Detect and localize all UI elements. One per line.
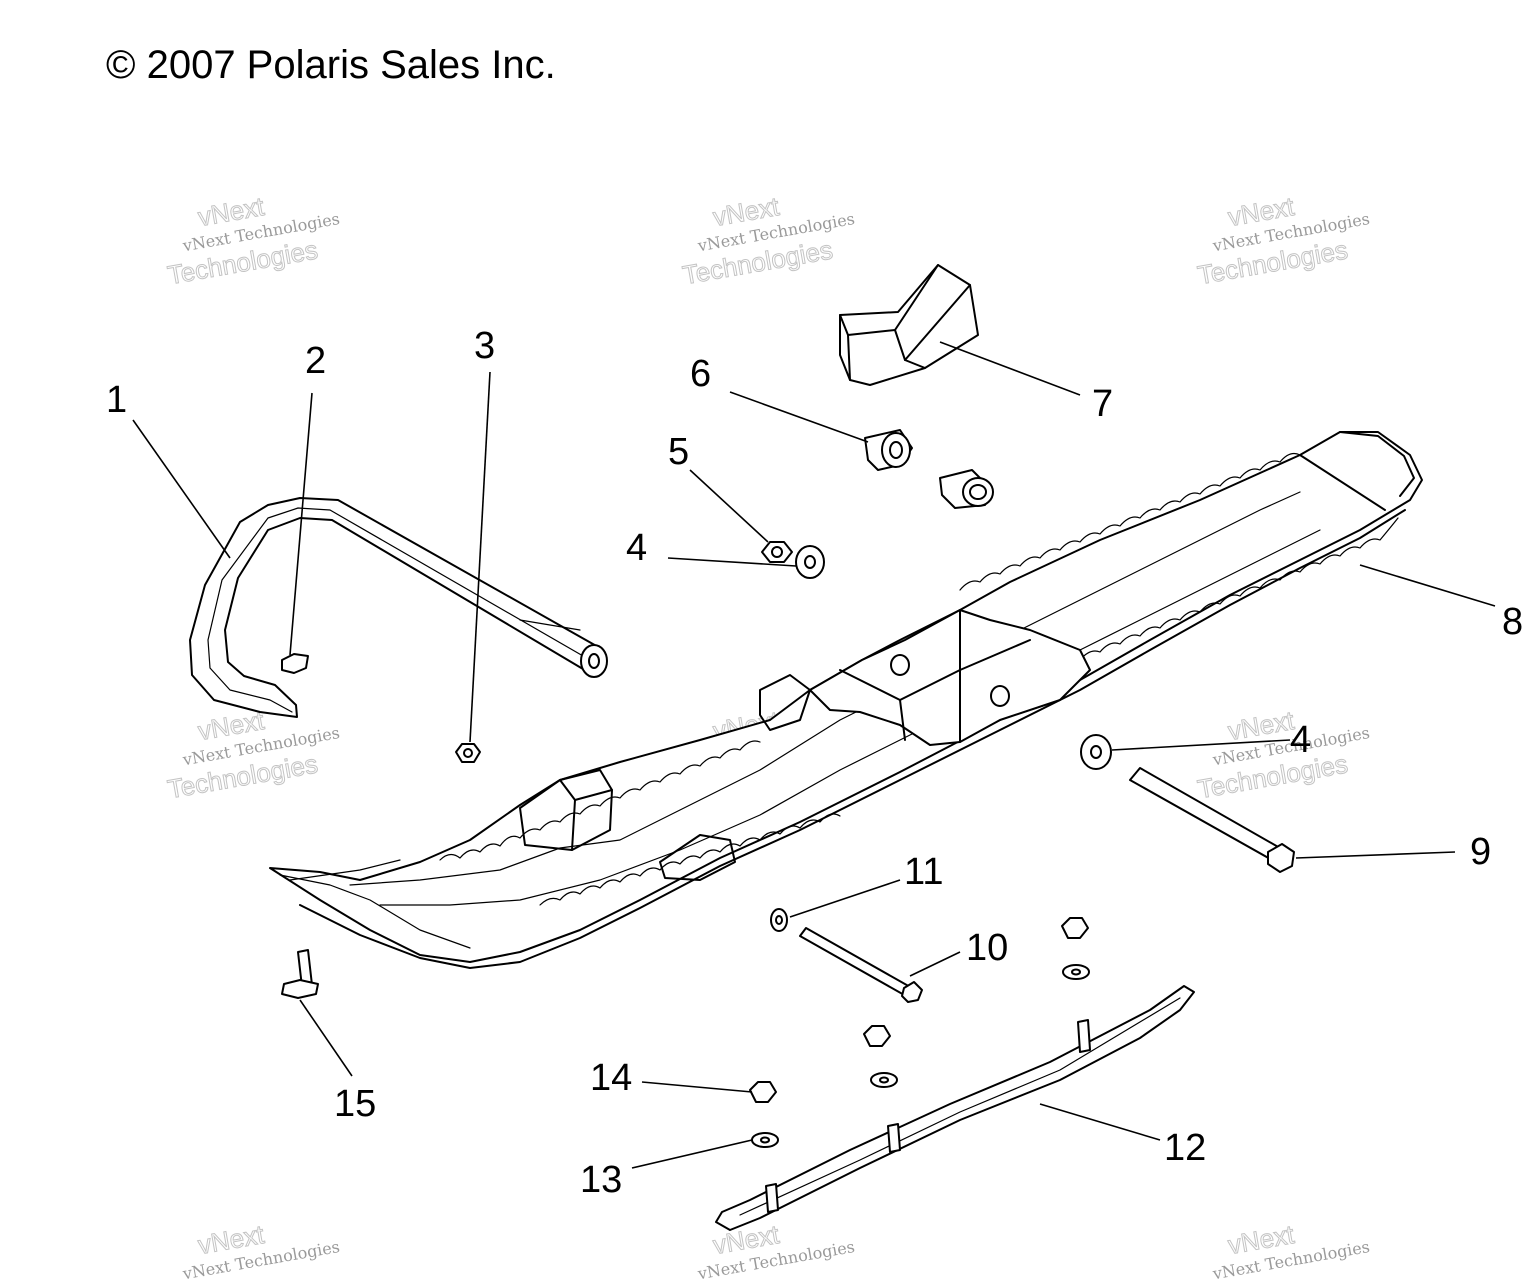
leader-14 (641, 1081, 753, 1093)
callout-14: 14 (590, 1057, 632, 1099)
callout-9: 9 (1470, 831, 1491, 873)
part-6-bushing-a (864, 429, 913, 471)
watermark: vNext vNext Technologies (180, 1218, 341, 1280)
part-9-bolt (1129, 767, 1295, 873)
part-13-washer-c (1062, 964, 1090, 980)
part-12-wear-bar (715, 985, 1195, 1231)
leader-15 (299, 999, 353, 1077)
part-5-nut (761, 541, 793, 563)
leader-9 (1295, 851, 1456, 859)
callout-labels: 1 2 3 4 4 5 6 7 8 9 10 11 12 13 14 15 (106, 325, 1523, 1201)
part-7-ski-cap (839, 264, 979, 386)
part-3-nut (455, 743, 481, 763)
callout-15: 15 (334, 1083, 376, 1125)
part-11-washer (770, 908, 788, 932)
part-13-washer-a (751, 1132, 779, 1148)
leader-4b (1111, 739, 1291, 751)
leader-lines (132, 341, 1496, 1169)
part-2-rivet (281, 653, 309, 674)
callout-10: 10 (966, 927, 1008, 969)
leader-4a (667, 557, 797, 567)
leader-10 (909, 951, 961, 977)
watermark: vNext vNext Technologies (1210, 1218, 1371, 1280)
callout-4: 4 (626, 527, 647, 569)
part-1-ski-loop (189, 497, 608, 718)
part-10-rod (799, 927, 923, 1003)
callout-5: 5 (668, 431, 689, 473)
watermark: vNext vNext Technologies Technologies (680, 190, 856, 290)
callout-3: 3 (474, 325, 495, 367)
part-14-nut-b (863, 1025, 891, 1047)
copyright-text: © 2007 Polaris Sales Inc. (106, 43, 556, 87)
callout-4: 4 (1290, 719, 1311, 761)
part-13-washer-b (870, 1072, 898, 1088)
part-15-bolt (281, 949, 319, 999)
part-4-washer-upper (795, 545, 825, 579)
callout-2: 2 (305, 340, 326, 382)
part-14-nut-a (749, 1081, 777, 1103)
leader-2 (289, 392, 313, 656)
watermark: vNext vNext Technologies Technologies (165, 190, 341, 290)
callout-7: 7 (1092, 383, 1113, 425)
callout-13: 13 (580, 1159, 622, 1201)
leader-12 (1039, 1103, 1161, 1141)
callout-6: 6 (690, 353, 711, 395)
leader-7 (939, 341, 1081, 396)
callout-1: 1 (106, 379, 127, 421)
watermark: vNext vNext Technologies Technologies (1195, 190, 1371, 290)
callout-12: 12 (1164, 1127, 1206, 1169)
leader-5 (689, 469, 769, 543)
part-6-bushing-b (939, 469, 994, 509)
part-4-washer-lower (1080, 734, 1112, 770)
callout-11: 11 (904, 851, 943, 893)
watermark: vNext vNext Technologies Technologies (1195, 704, 1371, 804)
part-8-ski (269, 431, 1423, 969)
leader-1 (132, 419, 231, 559)
leader-8 (1359, 564, 1496, 607)
watermark: vNext vNext Technologies (695, 1218, 856, 1280)
leader-13 (631, 1139, 753, 1169)
leader-6 (729, 391, 869, 443)
callout-8: 8 (1502, 601, 1523, 643)
leader-3 (469, 371, 491, 743)
leader-11 (789, 879, 901, 918)
part-14-nut-c (1061, 917, 1089, 939)
